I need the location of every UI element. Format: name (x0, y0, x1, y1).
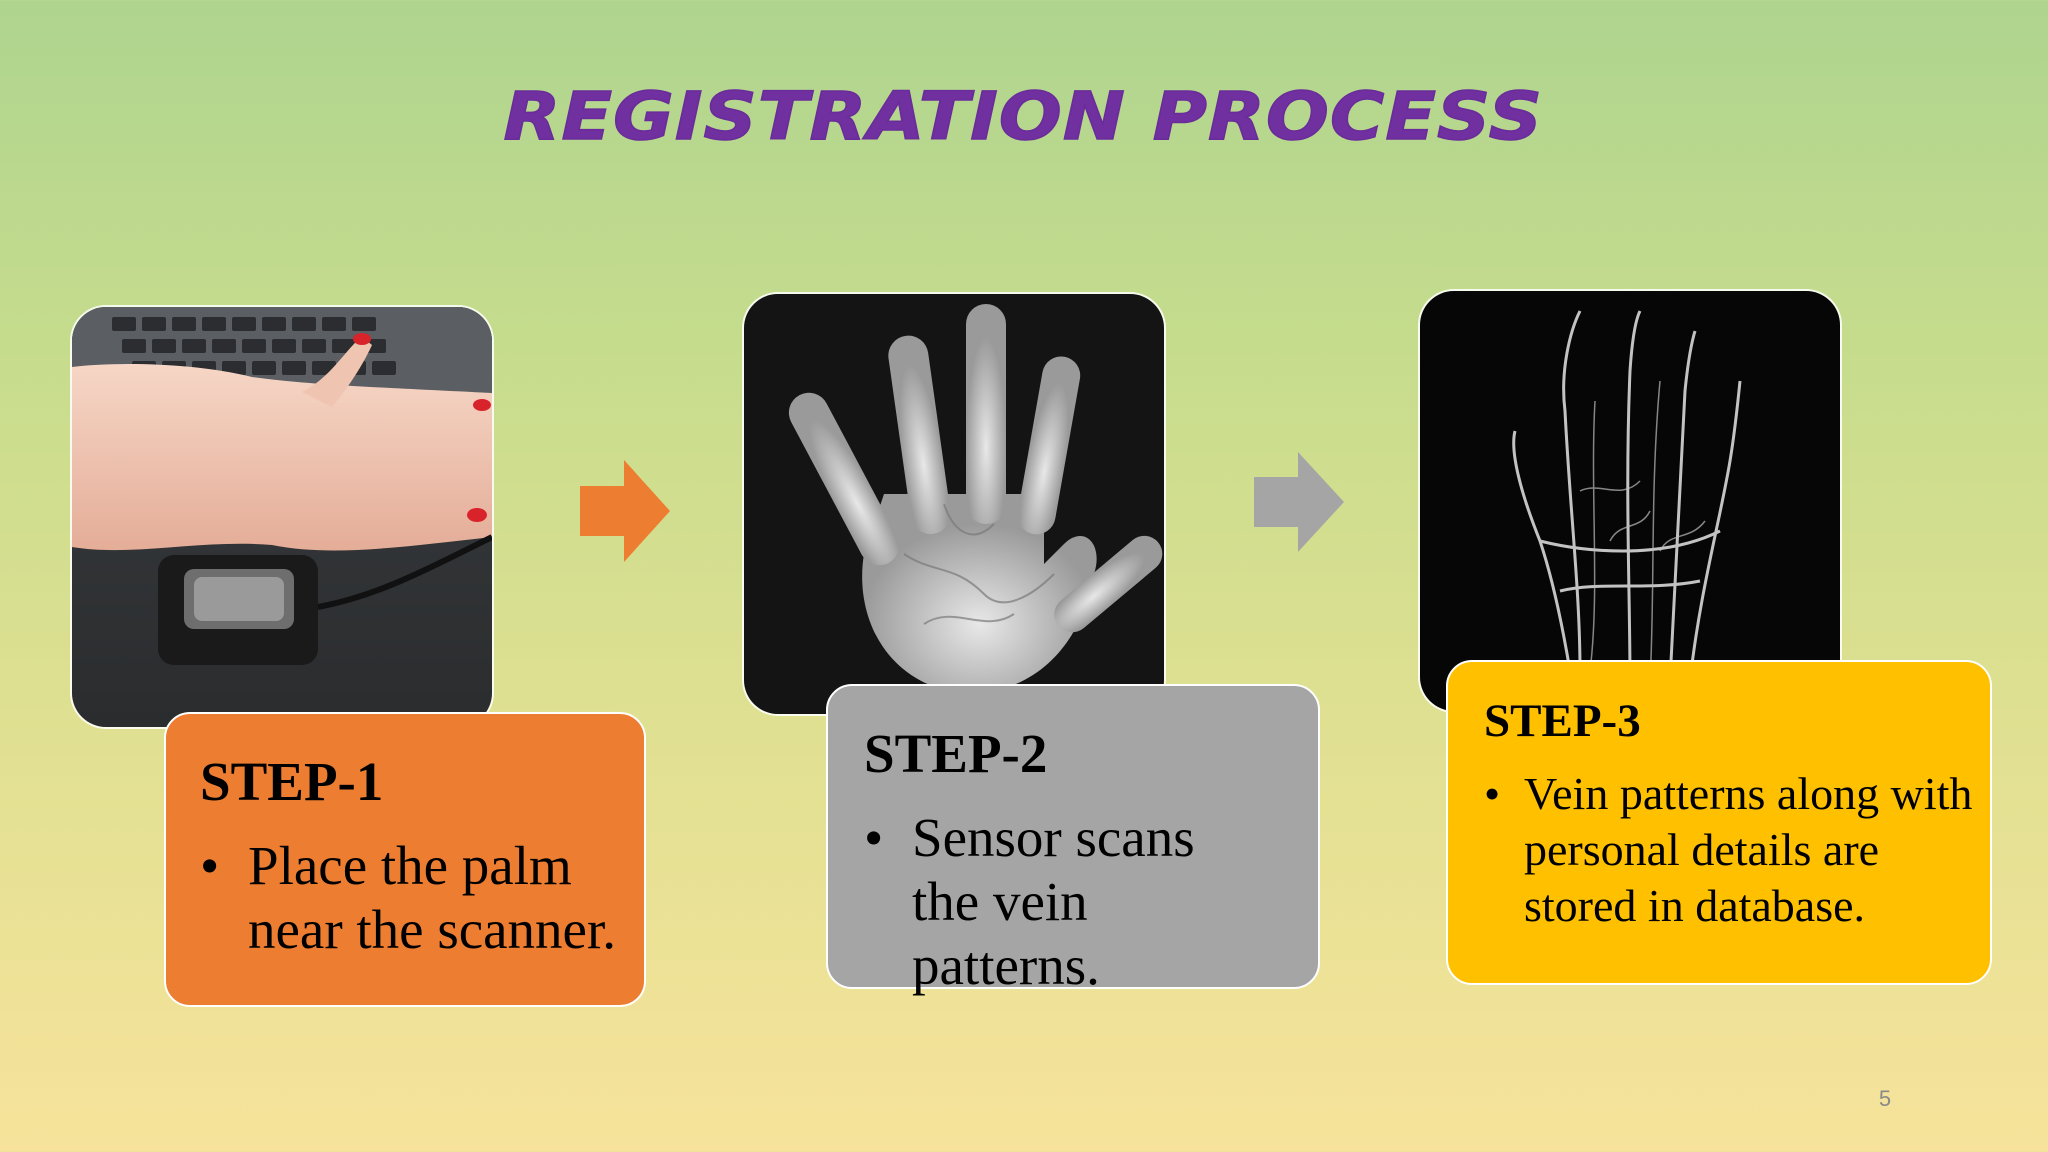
arrow-right-icon-shape (580, 460, 670, 562)
slide-title: REGISTRATION PROCESS (503, 77, 1544, 156)
bullet-icon: • (200, 835, 220, 896)
infrared-palm-scan-image (744, 294, 1164, 714)
page-number: 5 (1878, 1086, 1892, 1111)
step-1-bullets: • Place the palm near the scanner. (200, 834, 630, 962)
step-2-bullet-text: Sensor scans the vein patterns. (912, 807, 1195, 996)
hand-on-scanner-photo (72, 307, 492, 727)
step-3-bullet-text: Vein patterns along with personal detail… (1524, 768, 1973, 931)
step-2-label: STEP-2 (864, 723, 1048, 784)
step-2-bullets: • Sensor scans the vein patterns. (864, 806, 1244, 998)
arrow-right-icon-shape (1254, 452, 1344, 552)
arrow-right-icon (580, 460, 670, 562)
step-3-label: STEP-3 (1484, 695, 1641, 747)
arrow-right-icon (1254, 452, 1344, 552)
step-2-card: STEP-2 • Sensor scans the vein patterns. (826, 684, 1320, 996)
step-1-card: STEP-1 • Place the palm near the scanner… (164, 712, 646, 1007)
step-3-card: STEP-3 • Vein patterns along with person… (1446, 660, 1992, 985)
vein-pattern-xray-image (1420, 291, 1840, 711)
bullet-icon: • (864, 807, 884, 868)
step-3-bullets: • Vein patterns along with personal deta… (1484, 766, 1974, 934)
step-1-bullet-text: Place the palm near the scanner. (248, 835, 617, 960)
step-1-bullet-item: • Place the palm near the scanner. (200, 834, 630, 962)
step-2-bullet-item: • Sensor scans the vein patterns. (864, 806, 1244, 998)
step-1-label: STEP-1 (200, 751, 384, 812)
bullet-icon: • (1484, 768, 1501, 819)
step-3-bullet-item: • Vein patterns along with personal deta… (1484, 766, 1974, 934)
